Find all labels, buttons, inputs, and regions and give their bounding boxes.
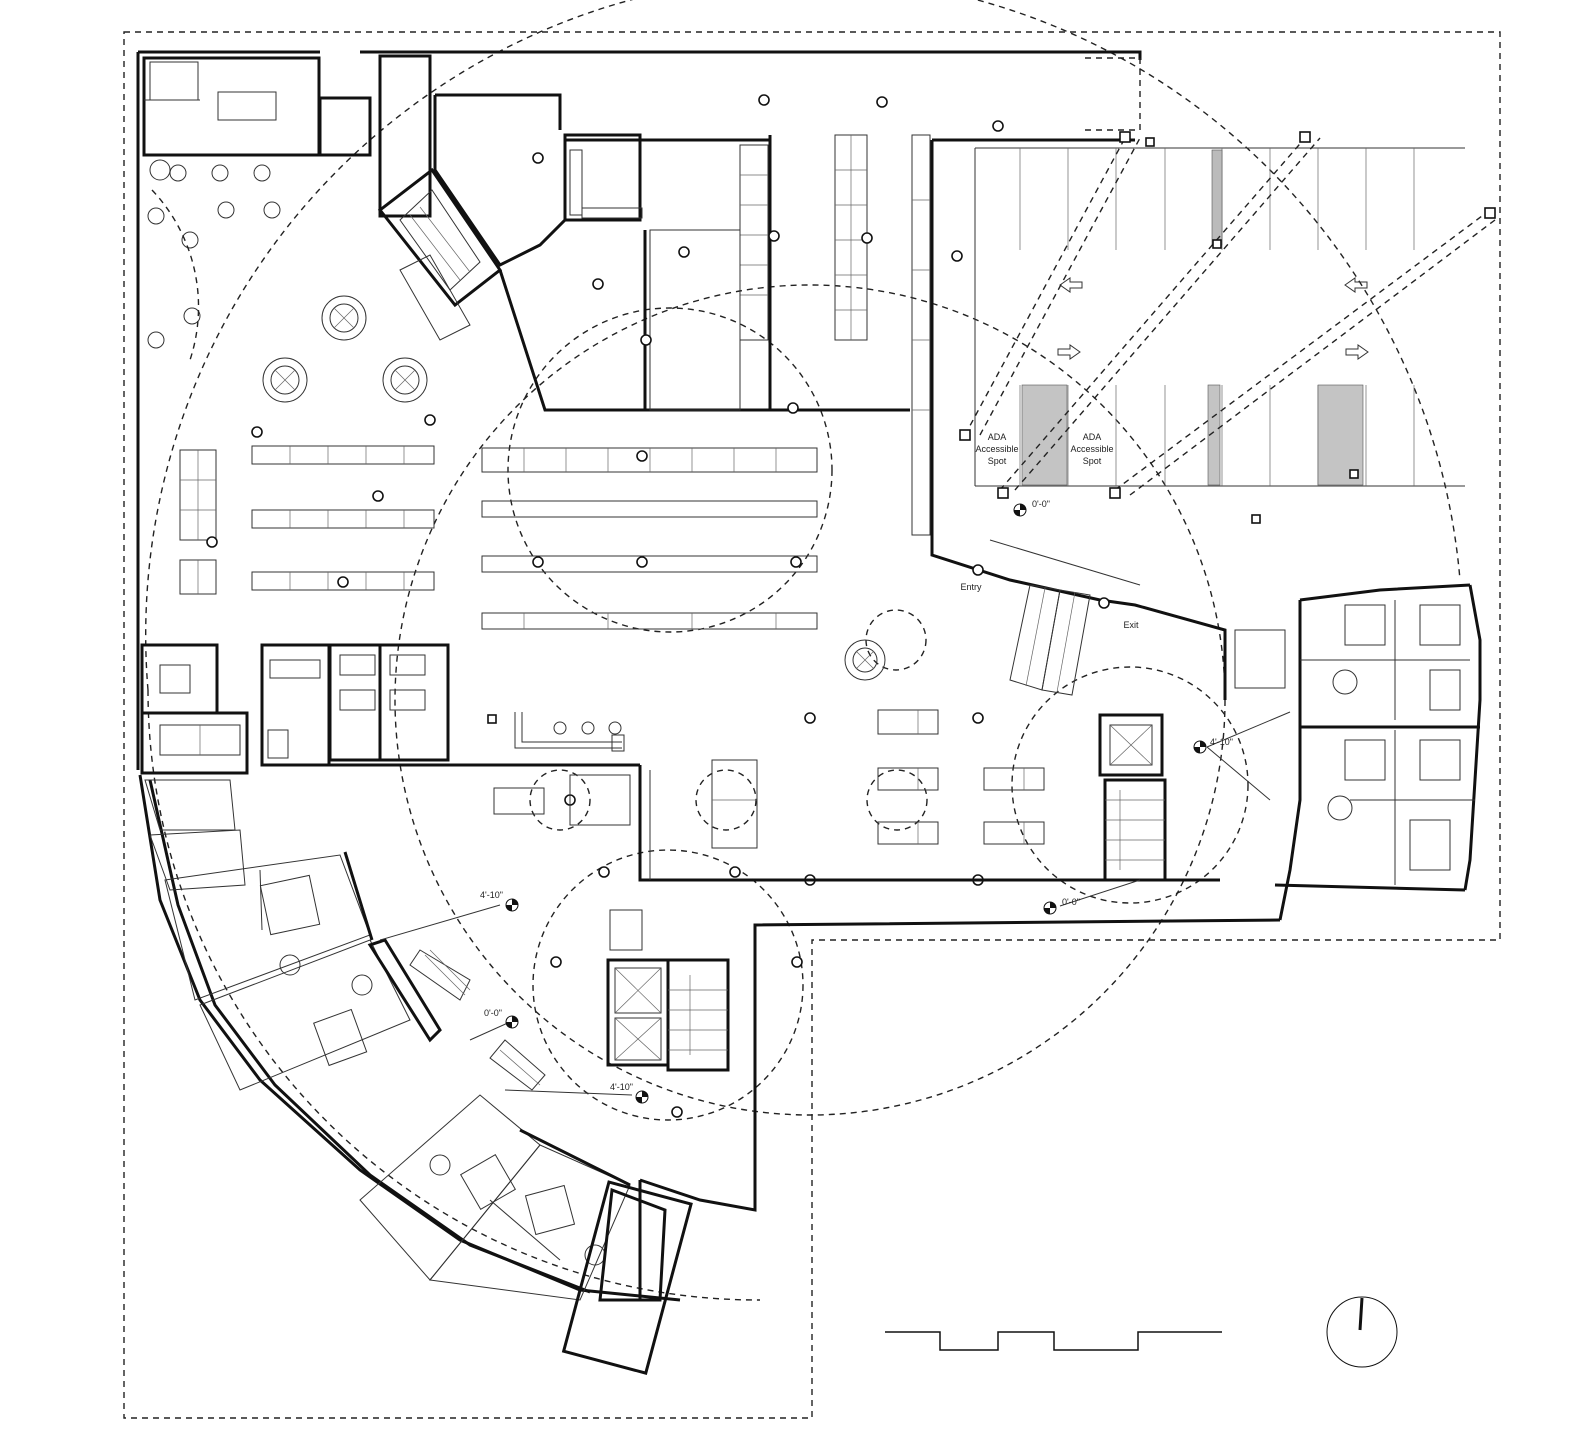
arrow-left-icon-2 (1344, 277, 1368, 293)
west-offices (140, 643, 640, 775)
elevation-entry-text: 0'-0" (1032, 499, 1050, 509)
west-shelving (179, 445, 435, 595)
ada-left-line2: Accessible (975, 444, 1018, 454)
escalators (1009, 584, 1091, 696)
elevation-south-core-text: 4'-10" (610, 1082, 633, 1092)
center-top-shelving (770, 134, 1227, 700)
columns (206, 94, 1155, 1118)
elevation-marker-entry: 0'-0" (1013, 499, 1050, 517)
cafe-tables (147, 164, 281, 361)
circle-small-3 (866, 769, 928, 831)
arrow-right-icon (1057, 344, 1081, 360)
arrow-left-icon (1059, 277, 1083, 293)
elevation-marker-bottom-right: 0'-0" (1043, 897, 1080, 915)
outer-arc-south (147, 689, 761, 1301)
elevation-bottom-right-text: 0'-0" (1062, 897, 1080, 907)
north-rooms (433, 93, 772, 412)
ada-left-line1: ADA (988, 432, 1007, 442)
center-shelving (481, 447, 818, 630)
site-boundary (123, 31, 1501, 1419)
south-core (606, 909, 730, 1072)
elevation-right-core-text: 4'-10" (1210, 737, 1233, 747)
circle-core-south (532, 849, 804, 1121)
exit-label: Exit (1123, 620, 1139, 630)
south-units (359, 1039, 693, 1375)
elevation-marker-west-wing: 4'-10" (480, 890, 519, 912)
elevation-south-mid-text: 0'-0" (484, 1008, 502, 1018)
elevation-marker-right-core: 4'-10" (1193, 737, 1233, 754)
entry-label: Entry (960, 582, 982, 592)
ada-left-line3: Spot (988, 456, 1007, 466)
building-walls (136, 50, 1482, 1302)
circle-small-4 (529, 769, 591, 831)
elevation-west-wing-text: 4'-10" (480, 890, 503, 900)
parking-area (959, 57, 1496, 524)
cafe-block (142, 54, 432, 218)
scale-bar-icon (885, 1331, 1222, 1351)
center-lounge (493, 712, 1220, 882)
circle-right-core (1011, 666, 1249, 904)
north-stair (377, 167, 503, 341)
right-core (1098, 713, 1167, 882)
east-units (1234, 600, 1480, 885)
elevation-marker-south-core: 4'-10" (610, 1082, 649, 1104)
ada-right-line2: Accessible (1070, 444, 1113, 454)
display-rounds (262, 295, 886, 681)
ada-spot-right: ADA Accessible Spot (1070, 432, 1113, 466)
west-units (144, 779, 471, 1091)
circle-small-1 (865, 609, 927, 671)
workstations (877, 709, 1045, 845)
sight-lines (379, 539, 1291, 1096)
ada-right-line1: ADA (1083, 432, 1102, 442)
elevation-marker-south-mid: 0'-0" (484, 1008, 519, 1029)
arrow-right-icon-2 (1345, 344, 1369, 360)
ada-spot-left: ADA Accessible Spot (975, 432, 1018, 466)
inner-circle-shelves (507, 307, 833, 633)
outer-arc (145, 0, 1461, 691)
ada-right-line3: Spot (1083, 456, 1102, 466)
north-arrow-icon (1326, 1296, 1398, 1368)
